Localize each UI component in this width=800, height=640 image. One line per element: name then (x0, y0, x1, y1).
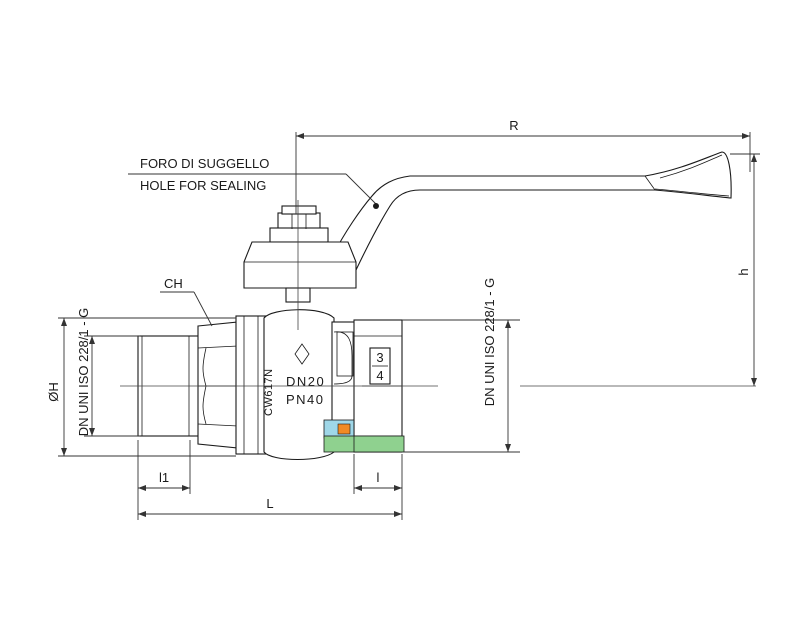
dim-l1-label: l1 (159, 470, 169, 485)
dn-mark: DN20 (286, 374, 325, 389)
lever-handle (332, 151, 732, 278)
dim-L-label: L (266, 496, 273, 511)
dim-r-label: R (509, 118, 518, 133)
handle-hub (243, 241, 357, 303)
dimension-r: R (295, 118, 751, 214)
pn-mark: PN40 (286, 392, 325, 407)
collar-ring (235, 315, 267, 455)
dimension-h: h (730, 153, 760, 386)
body-markings: CW617N DN20 PN40 (263, 343, 325, 416)
dimension-l-small: l (353, 454, 403, 520)
brand-mark: CW617N (263, 368, 275, 416)
leader-ch: CH (160, 276, 213, 327)
dimension-l1: l1 (137, 440, 191, 494)
dimension-L: L (137, 494, 402, 520)
stem-nut (269, 205, 329, 243)
size-top-text: 3 (376, 350, 383, 365)
hex-nut (197, 321, 239, 449)
dim-h-label: h (736, 268, 751, 275)
dimension-oh: ØH (46, 317, 236, 457)
seal-green-region (323, 435, 405, 453)
sealing-hole-icon (373, 203, 379, 209)
size-badge: 3 4 (369, 347, 391, 385)
leader-sealing-hole: FORO DI SUGGELLO HOLE FOR SEALING (128, 156, 379, 209)
diamond-logo-icon (294, 343, 310, 365)
dim-oh-label: ØH (46, 382, 61, 402)
centre-lines (120, 200, 756, 387)
cutaway-section (323, 408, 405, 453)
ch-label: CH (164, 276, 183, 291)
dim-l-small-label: l (377, 470, 380, 485)
thread-left-label: DN UNI ISO 228/1 - G (76, 308, 91, 437)
seal-orange-region (337, 423, 351, 435)
seal-en-label: HOLE FOR SEALING (140, 178, 266, 193)
thread-right-label: DN UNI ISO 228/1 - G (482, 278, 497, 407)
size-bottom-text: 4 (376, 368, 383, 383)
seal-it-label: FORO DI SUGGELLO (140, 156, 269, 171)
dimension-thread-left: DN UNI ISO 228/1 - G (76, 308, 140, 437)
dimension-thread-right: DN UNI ISO 228/1 - G (402, 278, 520, 453)
